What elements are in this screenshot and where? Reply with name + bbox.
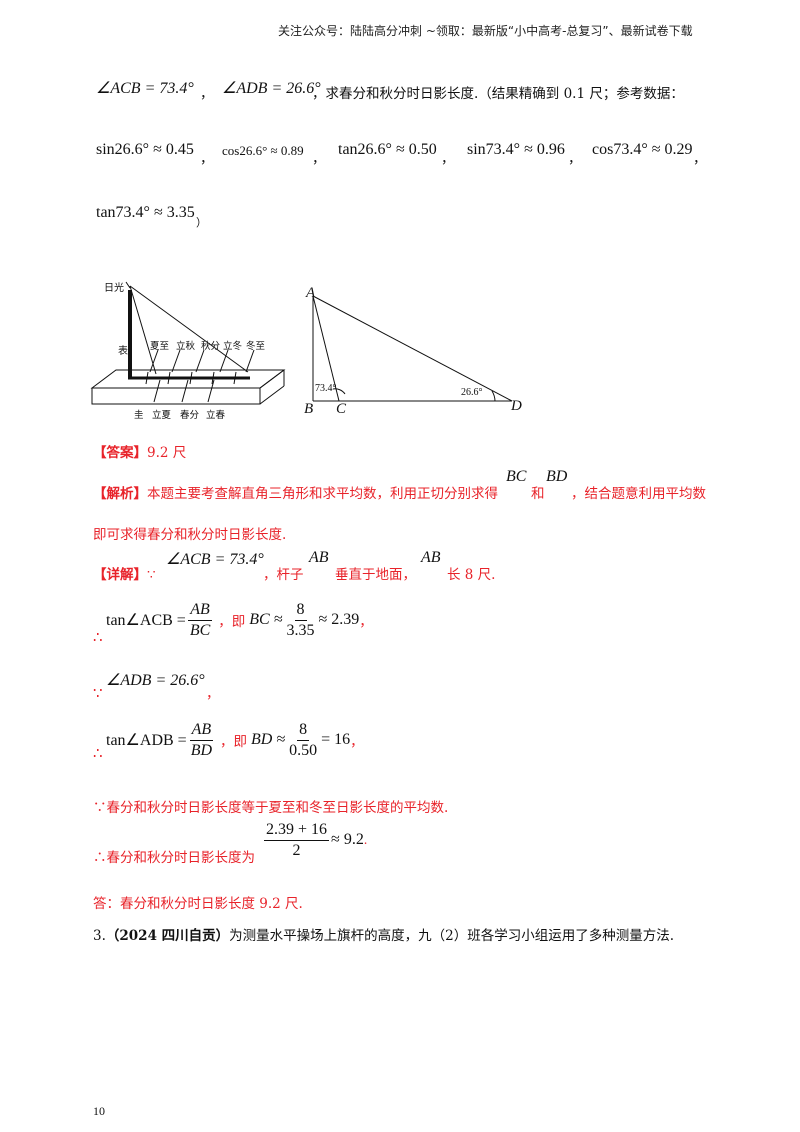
reference-cos26: cos26.6° ≈ 0.89: [222, 143, 304, 158]
separator-comma: ，: [200, 86, 214, 102]
given-angle-acb: ∠ACB = 73.4°: [96, 80, 194, 97]
average-numerator: 2.39 + 16: [264, 821, 330, 841]
reason-line: ∵春分和秋分时日影长度等于夏至和冬至日影长度的平均数.: [93, 800, 449, 816]
reference-tan26: tan26.6° ≈ 0.50: [338, 141, 437, 158]
problem-number: 3.: [93, 928, 106, 944]
triangle-diagram: [312, 295, 513, 402]
comma: ，: [206, 686, 220, 702]
frac-8-numerator: 8: [294, 601, 307, 621]
detail-text-3: 长 8 尺.: [447, 567, 496, 583]
because-symbol: ∵: [147, 567, 156, 583]
given-angle-adb: ∠ADB = 26.6°: [222, 80, 321, 97]
label-winter-solstice: 冬至: [246, 341, 266, 352]
problem-source: （2024 四川自贡）: [105, 928, 230, 944]
comma: ，: [693, 151, 707, 167]
comma: ，: [441, 151, 455, 167]
detail-line-1: 【详解】∵: [93, 563, 156, 583]
detail-ab-2: AB: [421, 549, 441, 566]
frac-8-numerator-2: 8: [297, 721, 310, 741]
angle-label-d: 26.6°: [461, 387, 483, 398]
therefore-symbol: ∴: [93, 628, 103, 646]
bc-result: ≈ 2.39: [318, 611, 360, 628]
frac-bd-denominator: BD: [190, 741, 213, 759]
bd-result: = 16: [321, 731, 351, 748]
problem-text: 为测量水平操场上旗杆的高度，九（2）班各学习小组运用了多种测量方法.: [229, 928, 675, 944]
because-symbol-2: ∵: [93, 684, 103, 702]
therefore-symbol-2: ∴: [93, 744, 103, 762]
label-pole: 表: [118, 346, 128, 357]
close-paren: ）: [196, 216, 207, 229]
detail-text-1: ，杆子: [263, 567, 304, 583]
analysis-line-2: 即可求得春分和秋分时日影长度.: [93, 527, 287, 543]
label-summer-solstice: 夏至: [150, 341, 170, 352]
label-autumn-equinox: 秋分: [201, 341, 221, 352]
reference-sin73: sin73.4° ≈ 0.96: [467, 141, 565, 158]
frac-ab-numerator: AB: [188, 601, 212, 621]
detail-text-2: 垂直于地面，: [335, 567, 416, 583]
vertex-c: C: [336, 401, 347, 417]
answer-line: 【答案】9.2 尺: [93, 441, 186, 461]
comma: ，: [200, 151, 214, 167]
detail-ab-1: AB: [309, 549, 329, 566]
frac-050-denominator: 0.50: [289, 741, 318, 759]
average-result: ≈ 9.2: [331, 831, 364, 848]
frac-bc-denominator: BC: [189, 621, 211, 639]
label-gui: 圭: [134, 410, 144, 421]
period: .: [363, 832, 368, 847]
tan-acb-label: tan∠ACB =: [106, 612, 186, 629]
average-denominator: 2: [292, 841, 301, 859]
comma: ，: [568, 151, 582, 167]
next-problem-line: 3.（2024 四川自贡）为测量水平操场上旗杆的高度，九（2）班各学习小组运用了…: [93, 924, 674, 944]
label-start-of-summer: 立夏: [152, 410, 172, 421]
problem-question: ，求春分和秋分时日影长度.（结果精确到 0.1 尺；参考数据：: [312, 86, 684, 102]
frac-ab-numerator-2: AB: [189, 721, 214, 741]
comma: ，: [312, 151, 326, 167]
ji-text-2: ，即: [220, 734, 248, 749]
analysis-bd: BD: [546, 468, 568, 485]
gnomon-diagram: [90, 281, 286, 405]
page-header: 关注公众号：陆陆高分冲刺 ~领取：最新版“小中高考-总复习”、最新试卷下载: [278, 24, 693, 38]
answer-value: 9.2 尺: [147, 445, 187, 461]
ji-text: ，即: [218, 614, 246, 629]
bc-approx: BC ≈: [249, 611, 283, 628]
detail-tag: 【详解】: [93, 567, 147, 583]
frac-335-denominator: 3.35: [286, 621, 315, 639]
reference-sin26: sin26.6° ≈ 0.45: [96, 141, 194, 158]
label-spring-equinox: 春分: [180, 410, 200, 421]
bd-approx: BD ≈: [251, 731, 286, 748]
reference-cos73: cos73.4° ≈ 0.29: [592, 141, 693, 158]
vertex-b: B: [304, 401, 314, 417]
label-start-of-winter: 立冬: [223, 341, 243, 352]
analysis-text-1: 本题主要考查解直角三角形和求平均数，利用正切分别求得: [147, 486, 498, 502]
label-start-of-spring: 立春: [206, 410, 226, 421]
comma: ，: [359, 614, 373, 629]
analysis-line-1: 【解析】本题主要考查解直角三角形和求平均数，利用正切分别求得: [93, 482, 498, 502]
tan-adb-label: tan∠ADB =: [106, 732, 187, 749]
conclusion-text: ∴春分和秋分时日影长度为: [93, 850, 255, 866]
detail-angle-acb: ∠ACB = 73.4°: [166, 551, 264, 568]
detail-angle-adb: ∠ADB = 26.6°: [106, 672, 205, 689]
analysis-tag: 【解析】: [93, 486, 147, 502]
final-answer: 答：春分和秋分时日影长度 9.2 尺.: [93, 896, 303, 912]
vertex-d: D: [511, 398, 522, 414]
answer-tag: 【答案】: [93, 445, 147, 461]
reference-tan73: tan73.4° ≈ 3.35: [96, 204, 195, 221]
label-sunlight: 日光: [104, 283, 124, 294]
analysis-text-2: ，结合题意利用平均数: [571, 486, 706, 502]
analysis-and: 和: [531, 486, 545, 502]
label-start-of-autumn: 立秋: [176, 341, 196, 352]
page-number: 10: [93, 1104, 105, 1118]
analysis-bc: BC: [506, 468, 527, 485]
angle-label-c: 73.4°: [315, 383, 337, 394]
comma: ，: [350, 734, 364, 749]
vertex-a: A: [306, 285, 316, 301]
